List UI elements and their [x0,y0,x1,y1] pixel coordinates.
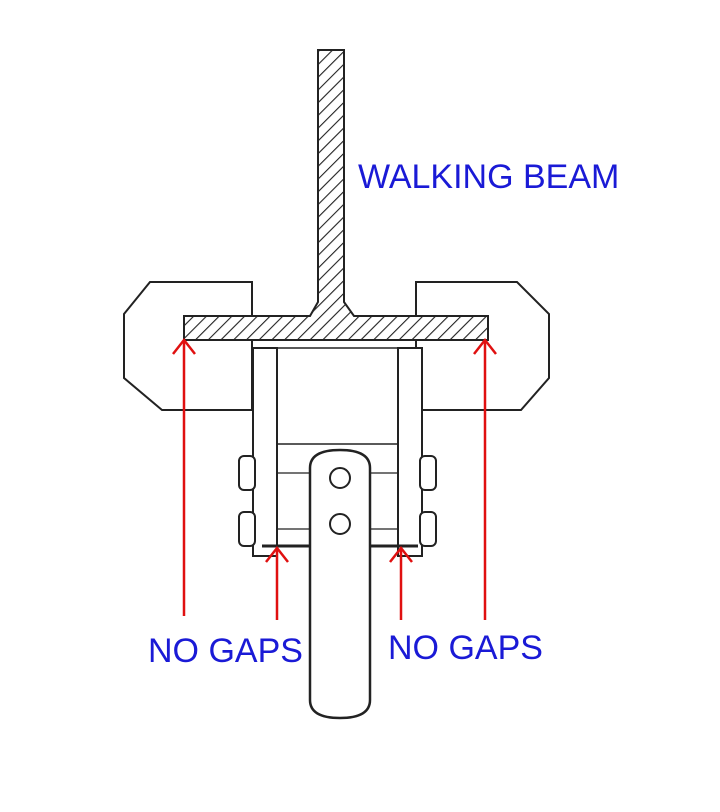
bolt-head [419,455,437,491]
no-gaps-left-label: NO GAPS [148,632,303,670]
no-gaps-right-label: NO GAPS [388,629,543,667]
bolt-head [419,511,437,547]
left-inner-arrow [265,545,289,620]
walking-beam-label: WALKING BEAM [358,158,619,196]
center-housing [257,347,421,445]
bolt-head [238,455,256,491]
bolt-hole [329,467,351,489]
right-outer-arrow [473,337,497,620]
equalizer-bar [308,448,372,720]
right-inner-arrow [389,545,413,620]
walking-beam [183,49,489,341]
bolt-hole [329,513,351,535]
bolt-head [238,511,256,547]
left-hanger-strap [252,347,278,557]
left-outer-arrow [172,337,196,616]
right-side-block [415,281,550,411]
right-hanger-strap [397,347,423,557]
